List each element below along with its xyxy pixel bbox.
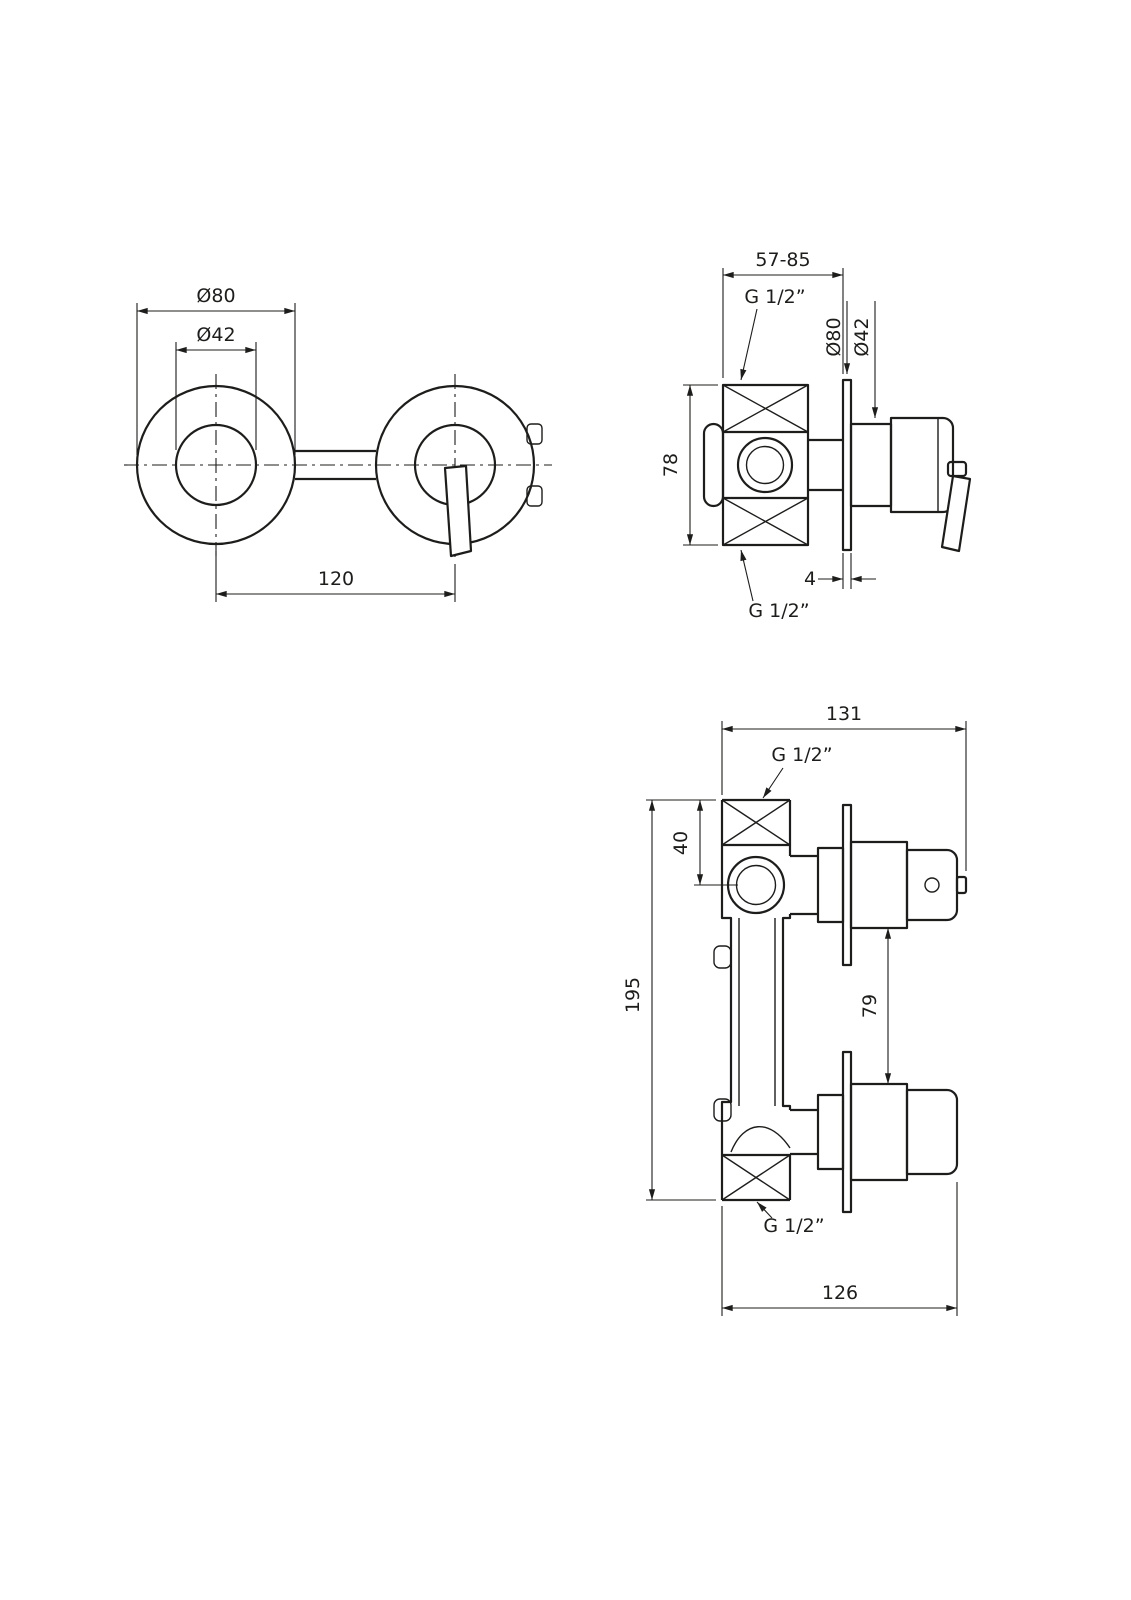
top-knob	[905, 848, 959, 922]
tube-inner-lines	[738, 918, 776, 1106]
body-right-edge-middle	[781, 914, 792, 1110]
mounting-slot	[702, 422, 725, 508]
dim-label-width-top: 131	[826, 703, 862, 725]
dim-double-inlet-offset: 40	[670, 800, 738, 886]
dim-label-plate-diameter: Ø80	[823, 317, 845, 356]
thread-hatch-top	[722, 384, 809, 433]
top-handle-body	[849, 840, 909, 930]
dim-label-width-bottom: 126	[822, 1282, 858, 1304]
mounting-clips	[526, 423, 543, 507]
dim-double-width-top: 131	[721, 703, 967, 871]
dim-side-top-connection: G 1/2”	[740, 286, 806, 381]
dim-label-top-connection: G 1/2”	[744, 286, 805, 308]
port-divider-lines	[723, 430, 808, 500]
dim-double-top-connection: G 1/2”	[762, 744, 833, 799]
mounting-clip	[526, 485, 543, 507]
top-outlet-arm	[790, 854, 818, 916]
dim-label-depth-range: 57-85	[755, 249, 810, 271]
dim-front-inner-diameter: Ø42	[175, 324, 257, 450]
dim-double-bottom-connection: G 1/2”	[756, 1201, 825, 1237]
dim-double-outlet-spacing: 79	[859, 928, 892, 1084]
mounting-lug	[713, 1098, 732, 1122]
leader-line	[756, 1201, 773, 1219]
dim-label-plate-thickness: 4	[804, 568, 816, 590]
extension-lines	[721, 1182, 958, 1316]
mounting-lug	[713, 945, 732, 969]
extension-lines	[722, 268, 844, 378]
extension-lines	[721, 721, 967, 871]
extension-lines	[842, 553, 852, 589]
dim-label-bottom-connection: G 1/2”	[748, 600, 809, 622]
dim-label-outer-diameter: Ø80	[196, 285, 235, 307]
body-neck	[808, 438, 843, 492]
dim-side-bottom-connection: G 1/2”	[740, 549, 810, 622]
dim-label-bottom-connection: G 1/2”	[763, 1215, 824, 1237]
dim-label-inner-diameter: Ø42	[196, 324, 235, 346]
bottom-trim-sleeve	[816, 1093, 845, 1171]
bottom-knob	[905, 1088, 959, 1176]
leader-line	[762, 767, 784, 799]
double-outlet-view: 131 G 1/2” 40 195 79 G 1/2” 126	[622, 703, 968, 1316]
wall-plate	[841, 378, 853, 552]
bottom-outlet-arm	[790, 1108, 818, 1156]
extension-lines	[683, 384, 718, 546]
left-escutcheon-inner-circle	[174, 423, 258, 507]
dim-side-depth-range: 57-85	[722, 249, 844, 378]
top-wall-plate	[841, 803, 853, 967]
bottom-handle-body	[849, 1082, 909, 1182]
dim-side-plate-thickness: 4	[804, 553, 876, 590]
knob-indicator-circle	[924, 877, 940, 893]
cartridge-outer-circle	[736, 436, 794, 494]
dim-label-height: 195	[622, 977, 644, 1013]
bottom-wall-plate	[841, 1050, 853, 1214]
dim-label-outlet-spacing: 79	[859, 994, 881, 1018]
bottom-port-edges	[722, 1153, 790, 1202]
dim-label-inlet-offset: 40	[670, 831, 692, 855]
dim-double-height: 195	[622, 799, 716, 1201]
dim-front-outer-diameter: Ø80	[136, 285, 296, 455]
knob-end-button	[955, 875, 968, 895]
cartridge-inner-circle	[735, 864, 777, 906]
lever-handle	[940, 474, 972, 553]
handle-body	[889, 416, 955, 514]
leader-line	[740, 549, 754, 602]
mounting-clip	[526, 423, 543, 445]
trim-sleeve	[849, 422, 893, 508]
dim-label-top-connection: G 1/2”	[771, 744, 832, 766]
front-view: Ø80 Ø42 120	[124, 285, 552, 602]
leader-line	[740, 308, 758, 381]
extension-lines	[646, 799, 716, 1201]
top-port-edges	[722, 798, 790, 847]
lever-pivot	[946, 460, 968, 478]
left-escutcheon-outer-circle	[135, 384, 297, 546]
dim-label-height: 78	[660, 453, 682, 477]
dim-side-plate-diameter: Ø80	[823, 301, 851, 374]
side-view: 57-85 G 1/2” Ø80 Ø42 78 4 G 1/2”	[660, 249, 972, 622]
extension-lines	[175, 342, 257, 450]
top-trim-sleeve	[816, 846, 845, 924]
dim-label-center-spacing: 120	[318, 568, 354, 590]
dim-side-height: 78	[660, 384, 718, 546]
thread-hatch-bottom	[722, 497, 809, 546]
cartridge-inner-circle	[745, 445, 785, 485]
thread-hatch-top	[721, 799, 791, 846]
dim-label-sleeve-diameter: Ø42	[851, 317, 873, 356]
thread-hatch-bottom	[721, 1154, 791, 1201]
dim-side-sleeve-diameter: Ø42	[851, 301, 879, 418]
extension-lines	[136, 303, 296, 455]
waterway-curve	[730, 1126, 791, 1153]
dim-double-width-bottom: 126	[721, 1182, 958, 1316]
connector-bar	[295, 449, 376, 481]
body-left-edge	[720, 800, 733, 1200]
dim-front-center-spacing: 120	[215, 551, 456, 602]
lever-handle	[443, 464, 473, 558]
